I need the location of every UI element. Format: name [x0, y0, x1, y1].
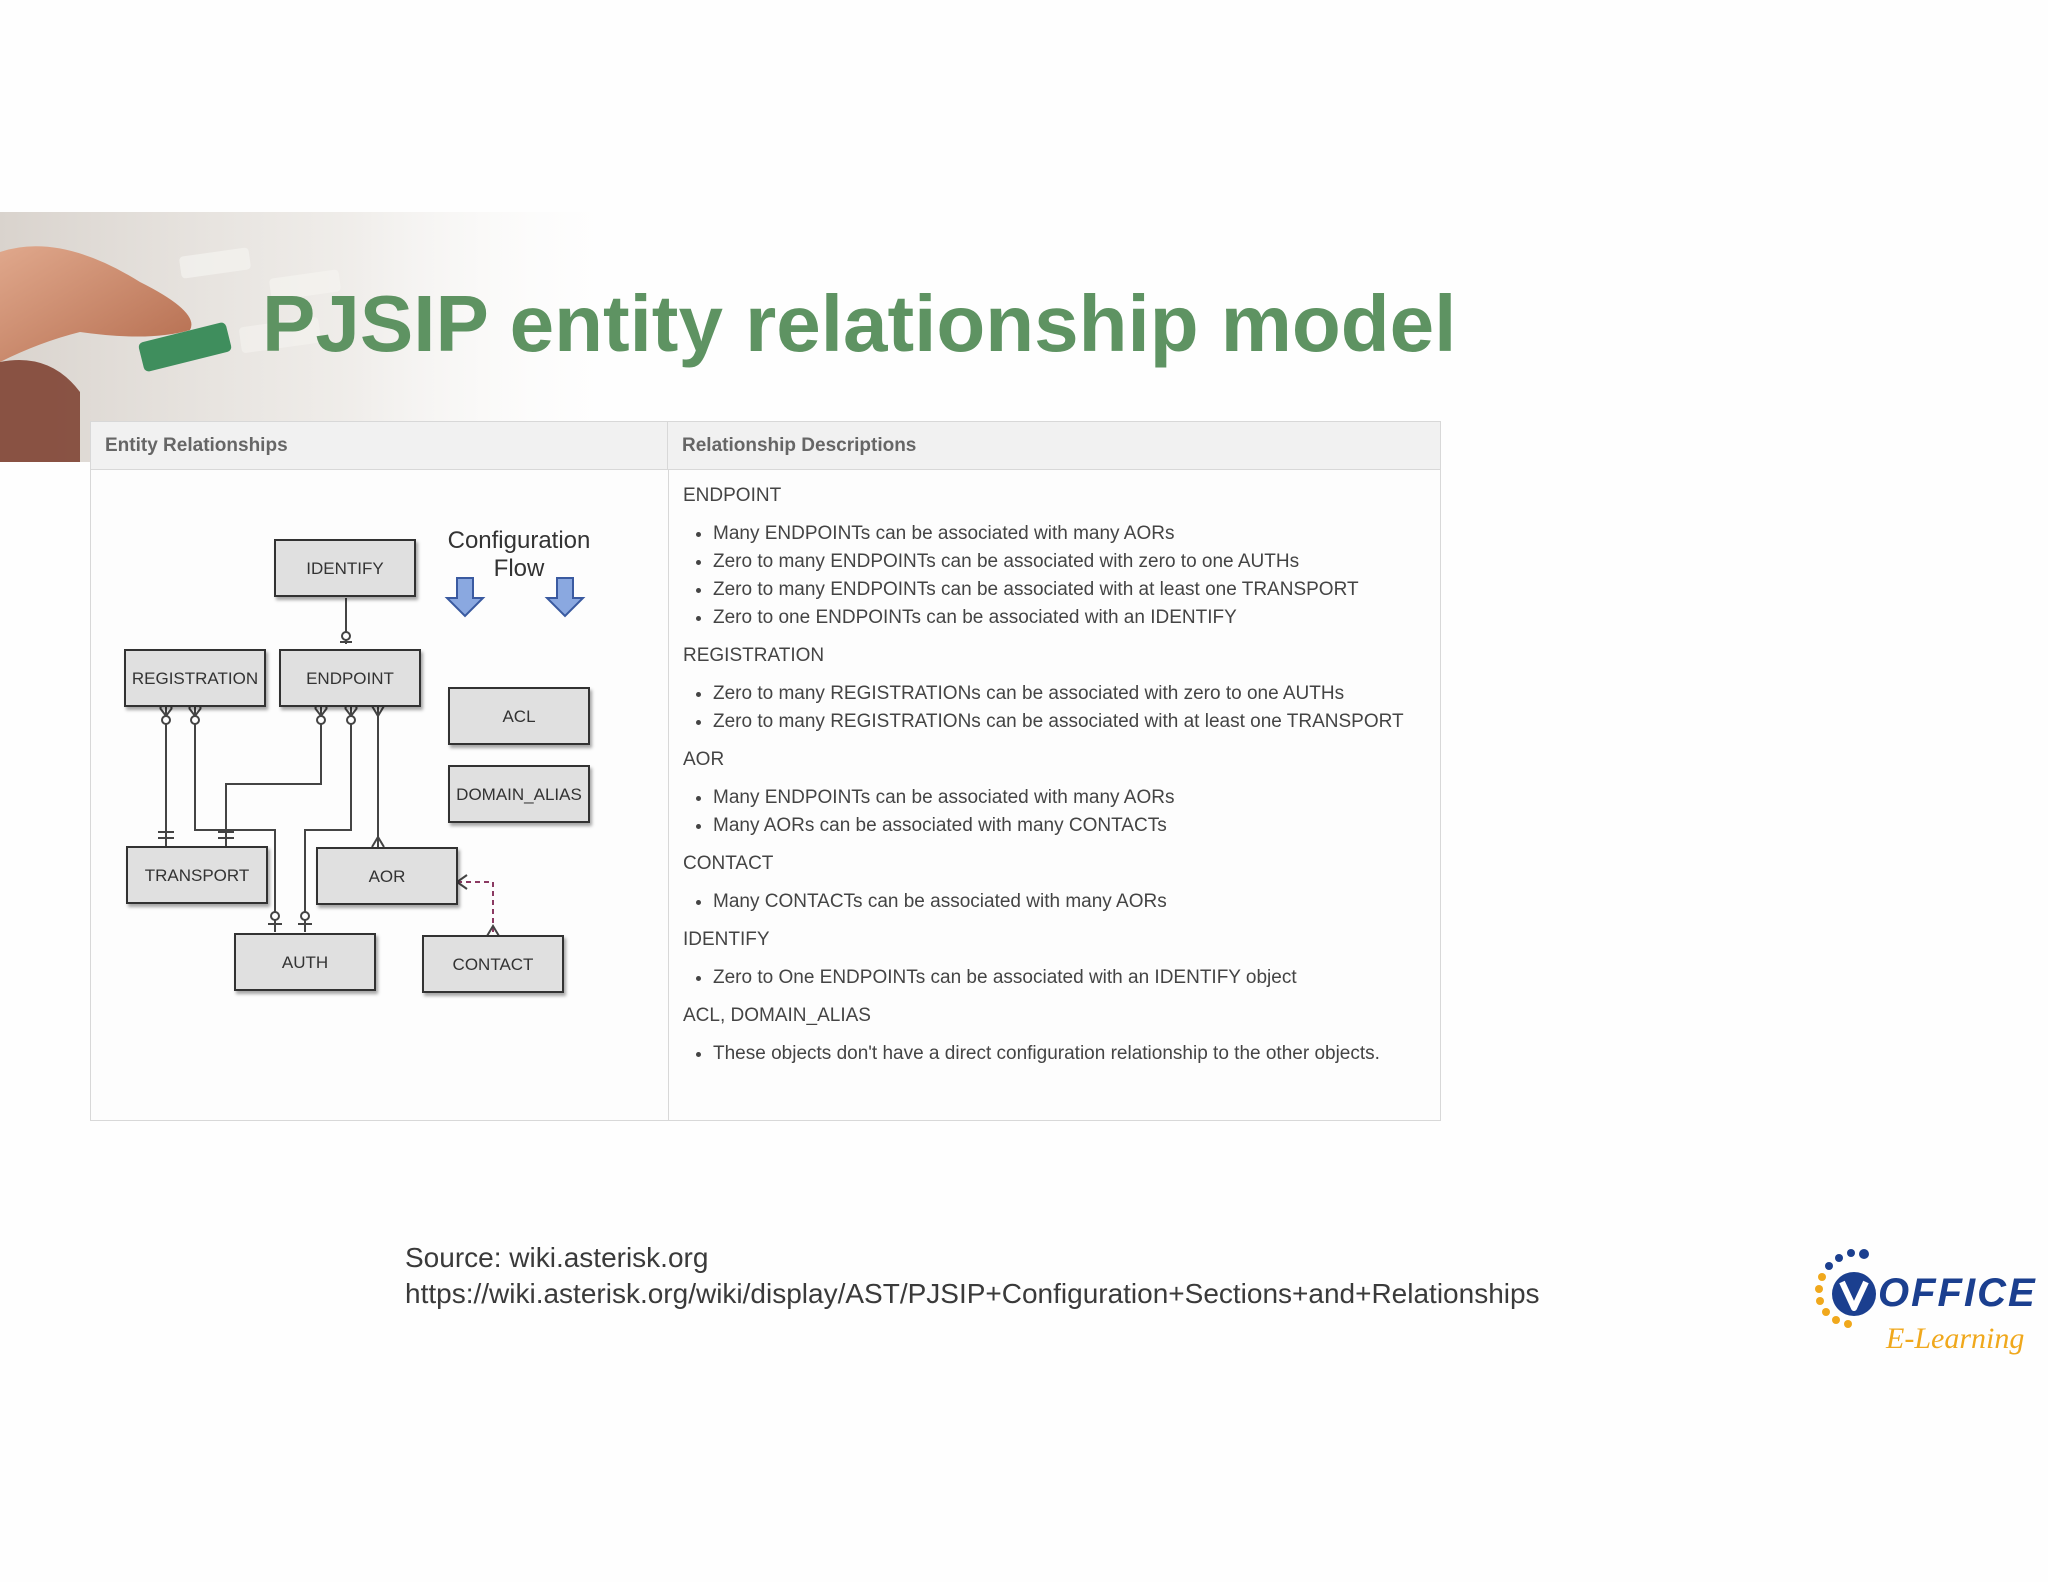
flow-label-configuration: Configuration [448, 527, 591, 554]
svg-text:ENDPOINT: ENDPOINT [306, 669, 394, 688]
entity-aor: AOR [316, 847, 458, 905]
source-citation: Source: wiki.asterisk.org https://wiki.a… [405, 1240, 1540, 1312]
section-heading: REGISTRATION [683, 645, 825, 666]
svg-text:TRANSPORT: TRANSPORT [145, 866, 250, 885]
list-item: Many ENDPOINTs can be associated with ma… [713, 784, 1433, 812]
svg-text:AUTH: AUTH [282, 953, 328, 972]
logo-tagline: E-Learning [1885, 1322, 2024, 1355]
logo-brand: OFFICE [1878, 1271, 2037, 1315]
section-list: Many CONTACTs can be associated with man… [683, 888, 1433, 916]
svg-text:ACL: ACL [502, 707, 535, 726]
list-item: Zero to One ENDPOINTs can be associated … [713, 964, 1433, 992]
section-list: These objects don't have a direct config… [683, 1040, 1433, 1068]
logo-dots [1815, 1249, 1869, 1328]
section-heading: CONTACT [683, 853, 774, 874]
svg-text:CONTACT: CONTACT [453, 955, 534, 974]
entity-relationship-diagram: Configuration Flow IDENTIFY REGISTRATION… [124, 527, 591, 993]
svg-text:AOR: AOR [369, 867, 406, 886]
entity-transport: TRANSPORT [126, 846, 268, 904]
flow-label-flow: Flow [494, 555, 545, 582]
section-list: Zero to One ENDPOINTs can be associated … [683, 964, 1433, 992]
hero-photo [0, 212, 640, 462]
entity-domain-alias: DOMAIN_ALIAS [448, 765, 590, 823]
svg-text:IDENTIFY: IDENTIFY [306, 559, 383, 578]
voffice-elearning-logo: OFFICE E-Learning [1815, 1249, 2037, 1355]
list-item: Many CONTACTs can be associated with man… [713, 888, 1433, 916]
entity-registration: REGISTRATION [124, 649, 266, 707]
column-divider [668, 470, 669, 1120]
entity-identify: IDENTIFY [274, 539, 416, 597]
list-item: These objects don't have a direct config… [713, 1040, 1433, 1068]
list-item: Zero to many REGISTRATIONs can be associ… [713, 680, 1433, 708]
entity-auth: AUTH [234, 933, 376, 991]
slide-title: PJSIP entity relationship model [262, 279, 1457, 368]
section-heading: AOR [683, 749, 725, 770]
section-heading: ENDPOINT [683, 485, 782, 506]
list-item: Zero to many REGISTRATIONs can be associ… [713, 708, 1433, 736]
svg-text:DOMAIN_ALIAS: DOMAIN_ALIAS [456, 785, 582, 804]
header-relationship-descriptions: Relationship Descriptions [668, 422, 1440, 470]
entity-acl: ACL [448, 687, 590, 745]
entity-contact: CONTACT [422, 935, 564, 993]
list-item: Many ENDPOINTs can be associated with ma… [713, 520, 1433, 548]
section-list: Zero to many REGISTRATIONs can be associ… [683, 680, 1433, 736]
list-item: Zero to many ENDPOINTs can be associated… [713, 576, 1433, 604]
list-item: Zero to many ENDPOINTs can be associated… [713, 548, 1433, 576]
source-label: Source: wiki.asterisk.org [405, 1242, 709, 1273]
relationship-table: Entity Relationships Relationship Descri… [90, 421, 1441, 1121]
svg-text:REGISTRATION: REGISTRATION [132, 669, 258, 688]
section-list: Many ENDPOINTs can be associated with ma… [683, 784, 1433, 840]
source-url[interactable]: https://wiki.asterisk.org/wiki/display/A… [405, 1278, 1540, 1309]
entity-endpoint: ENDPOINT [279, 649, 421, 707]
list-item: Zero to one ENDPOINTs can be associated … [713, 604, 1433, 632]
header-entity-relationships: Entity Relationships [91, 422, 668, 470]
section-heading: ACL, DOMAIN_ALIAS [683, 1005, 871, 1026]
section-list: Many ENDPOINTs can be associated with ma… [683, 520, 1433, 632]
relationship-descriptions: ENDPOINT Many ENDPOINTs can be associate… [683, 484, 1433, 1080]
flow-arrows [444, 577, 586, 618]
list-item: Many AORs can be associated with many CO… [713, 812, 1433, 840]
section-heading: IDENTIFY [683, 929, 770, 950]
